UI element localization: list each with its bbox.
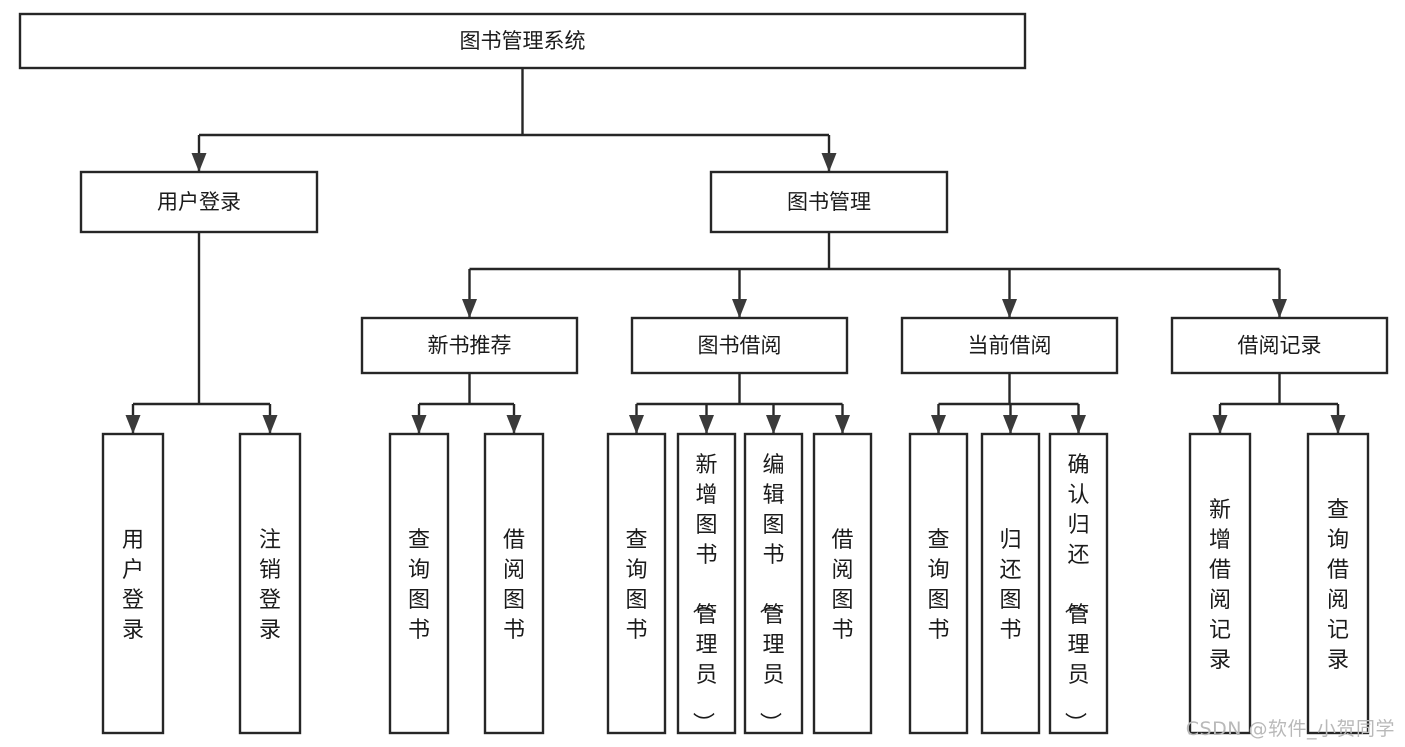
node-book-borrow[interactable]: 图书借阅 [630, 316, 849, 375]
nodes-layer: 图书管理系统用户登录图书管理新书推荐图书借阅当前借阅借阅记录用户登录注销登录查询… [18, 12, 1389, 735]
node-borrow-record[interactable]: 借阅记录 [1170, 316, 1389, 375]
edge-group-borrow-record [1212, 373, 1346, 434]
node-label: 注销登录 [259, 528, 281, 643]
arrow-head-icon [629, 415, 644, 434]
arrow-head-icon [462, 299, 477, 318]
node-leaf-add-book[interactable]: 新增图书（管理员） [676, 432, 737, 735]
edge-group-book-manage [462, 232, 1287, 318]
node-leaf-edit-book[interactable]: 编辑图书（管理员） [743, 432, 804, 735]
node-box[interactable] [812, 432, 873, 735]
node-box[interactable] [1306, 432, 1370, 735]
node-user-login[interactable]: 用户登录 [79, 170, 319, 234]
node-label: 新增借阅记录 [1209, 498, 1231, 673]
node-label: 图书管理 [787, 190, 871, 214]
node-box[interactable] [483, 432, 545, 735]
arrow-head-icon [821, 153, 837, 172]
arrow-head-icon [1330, 415, 1346, 434]
node-label: 查询图书 [408, 528, 430, 643]
node-label: 查询图书 [927, 528, 949, 643]
node-leaf-user-login[interactable]: 用户登录 [101, 432, 165, 735]
node-box[interactable] [980, 432, 1041, 735]
node-label: 查询图书 [625, 528, 647, 643]
node-new-book-rec[interactable]: 新书推荐 [360, 316, 579, 375]
node-leaf-query-book-3[interactable]: 查询图书 [908, 432, 969, 735]
arrow-head-icon [1212, 415, 1228, 434]
node-box[interactable] [676, 432, 737, 735]
node-leaf-query-record[interactable]: 查询借阅记录 [1306, 432, 1370, 735]
node-label: 归还图书 [999, 528, 1021, 643]
edge-group-book-borrow [629, 373, 850, 434]
arrow-head-icon [411, 415, 427, 434]
node-box[interactable] [630, 316, 849, 375]
node-box[interactable] [900, 316, 1119, 375]
node-leaf-add-record[interactable]: 新增借阅记录 [1188, 432, 1252, 735]
node-box[interactable] [238, 432, 302, 735]
node-box[interactable] [18, 12, 1027, 70]
edge-group-new-book-rec [411, 373, 522, 434]
node-box[interactable] [606, 432, 667, 735]
node-label: 借阅图书 [831, 528, 853, 643]
node-leaf-query-book-1[interactable]: 查询图书 [388, 432, 450, 735]
arrow-head-icon [835, 415, 850, 434]
node-label: 新增图书（管理员） [689, 453, 717, 734]
node-label: 图书管理系统 [460, 29, 586, 53]
arrow-head-icon [732, 299, 747, 318]
node-label: 用户登录 [157, 190, 241, 214]
node-label: 用户登录 [122, 528, 144, 643]
node-box[interactable] [709, 170, 949, 234]
watermark-text: CSDN @软件_小贺同学 [1185, 718, 1395, 740]
node-box[interactable] [1048, 432, 1109, 735]
node-box[interactable] [1170, 316, 1389, 375]
node-box[interactable] [101, 432, 165, 735]
node-label: 新书推荐 [428, 334, 512, 358]
arrow-head-icon [191, 153, 207, 172]
node-leaf-confirm-return[interactable]: 确认归还（管理员） [1048, 432, 1109, 735]
arrow-head-icon [1071, 415, 1086, 434]
arrow-head-icon [1003, 415, 1018, 434]
node-leaf-borrow-book-2[interactable]: 借阅图书 [812, 432, 873, 735]
node-box[interactable] [360, 316, 579, 375]
node-leaf-borrow-book-1[interactable]: 借阅图书 [483, 432, 545, 735]
node-leaf-logout[interactable]: 注销登录 [238, 432, 302, 735]
arrow-head-icon [262, 415, 278, 434]
edges-layer [125, 68, 1346, 434]
edge-group-current-borrow [931, 373, 1086, 434]
node-label: 借阅图书 [503, 528, 525, 643]
node-label: 图书借阅 [698, 334, 782, 358]
arrow-head-icon [125, 415, 141, 434]
node-label: 确认归还（管理员） [1061, 453, 1089, 734]
node-label: 借阅记录 [1238, 334, 1322, 358]
arrow-head-icon [1272, 299, 1287, 318]
node-leaf-return-book[interactable]: 归还图书 [980, 432, 1041, 735]
node-book-manage[interactable]: 图书管理 [709, 170, 949, 234]
node-box[interactable] [743, 432, 804, 735]
arrow-head-icon [1002, 299, 1017, 318]
node-label: 查询借阅记录 [1327, 498, 1349, 673]
node-current-borrow[interactable]: 当前借阅 [900, 316, 1119, 375]
edge-group-user-login [125, 232, 278, 434]
node-root[interactable]: 图书管理系统 [18, 12, 1027, 70]
node-label: 编辑图书（管理员） [756, 453, 784, 734]
edge-group-root [191, 68, 837, 172]
node-leaf-query-book-2[interactable]: 查询图书 [606, 432, 667, 735]
arrow-head-icon [931, 415, 946, 434]
arrow-head-icon [506, 415, 522, 434]
node-box[interactable] [79, 170, 319, 234]
node-box[interactable] [1188, 432, 1252, 735]
node-box[interactable] [388, 432, 450, 735]
arrow-head-icon [766, 415, 781, 434]
arrow-head-icon [699, 415, 714, 434]
node-box[interactable] [908, 432, 969, 735]
node-label: 当前借阅 [968, 334, 1052, 358]
